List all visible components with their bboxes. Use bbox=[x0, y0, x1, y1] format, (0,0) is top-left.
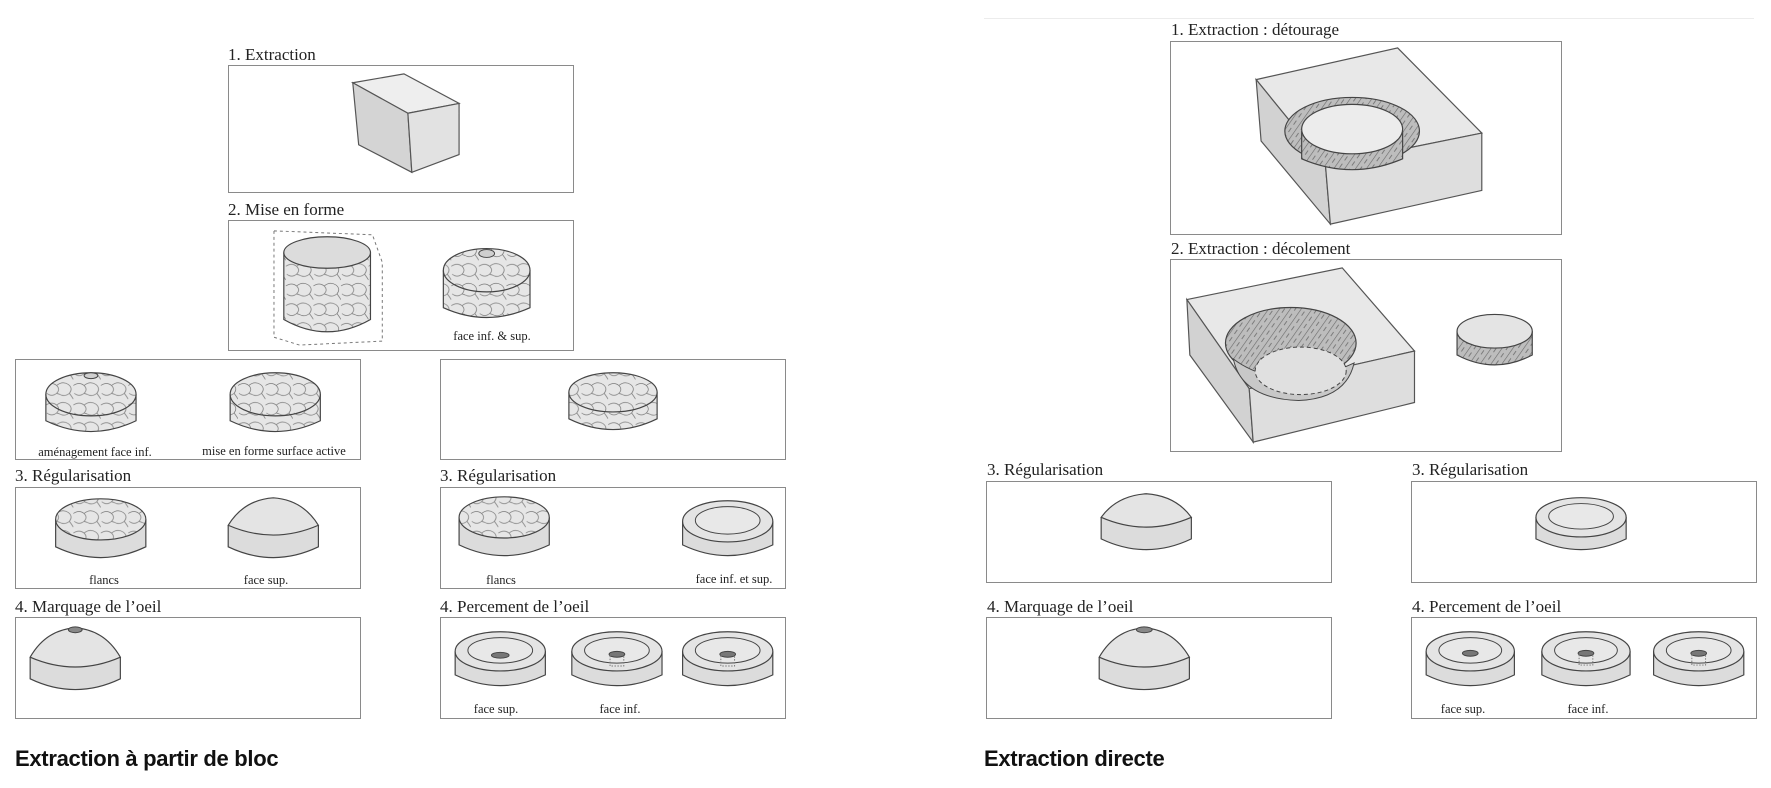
left-reg-b-label: 3. Régularisation bbox=[440, 466, 557, 485]
left-step4-a-label: 4. Marquage de l’oeil bbox=[15, 597, 162, 616]
reg-figures-b bbox=[458, 496, 774, 557]
prep-caption-b: mise en forme surface active bbox=[202, 444, 346, 458]
detourage-figure bbox=[1255, 47, 1483, 226]
right-step4-b-label: 4. Percement de l’oeil bbox=[1412, 597, 1562, 616]
left-step2-caption: face inf. & sup. bbox=[453, 329, 531, 343]
left-step1-label: 1. Extraction bbox=[228, 45, 316, 64]
left-reg-box-a bbox=[15, 487, 361, 589]
right-step2-label: 2. Extraction : décolement bbox=[1171, 239, 1351, 258]
left-marking-box bbox=[15, 617, 361, 719]
reg-a-caption-2: face sup. bbox=[243, 573, 289, 587]
left-perc-caption-2: face inf. bbox=[599, 702, 641, 716]
right-section-title: Extraction directe bbox=[984, 746, 1165, 771]
right-step4-a-label: 4. Marquage de l’oeil bbox=[987, 597, 1134, 616]
perforation-figures bbox=[454, 631, 774, 687]
right-reg-a-label: 3. Régularisation bbox=[987, 460, 1104, 479]
reg-b-caption-2: face inf. et sup. bbox=[695, 572, 773, 586]
left-shaping-box bbox=[228, 220, 574, 351]
shaping-figures bbox=[273, 230, 531, 346]
reg-a-caption-1: flancs bbox=[89, 573, 119, 587]
right-marking-figure bbox=[1098, 626, 1191, 691]
left-reg-box-b bbox=[440, 487, 786, 589]
prep-figure-b bbox=[568, 372, 658, 431]
right-reg-b-label: 3. Régularisation bbox=[1412, 460, 1529, 479]
left-perforation-box bbox=[440, 617, 786, 719]
right-perc-caption-1: face sup. bbox=[1440, 702, 1486, 716]
right-reg-figure-b bbox=[1535, 497, 1627, 551]
left-reg-a-label: 3. Régularisation bbox=[15, 466, 132, 485]
left-section-title: Extraction à partir de bloc bbox=[15, 746, 279, 771]
left-step2-label: 2. Mise en forme bbox=[228, 200, 345, 219]
prep-figures-a bbox=[45, 372, 321, 433]
right-perforation-box bbox=[1411, 617, 1757, 719]
right-reg-box-a bbox=[986, 481, 1332, 583]
right-decolement-box bbox=[1170, 259, 1562, 452]
decolement-figure bbox=[1185, 267, 1533, 445]
right-reg-figure-a bbox=[1100, 493, 1193, 551]
left-extraction-box bbox=[228, 65, 574, 193]
marking-figure bbox=[29, 626, 122, 691]
right-marking-box bbox=[986, 617, 1332, 719]
prep-caption-a: aménagement face inf. bbox=[38, 445, 152, 459]
left-step4-b-label: 4. Percement de l’oeil bbox=[440, 597, 590, 616]
right-detourage-box bbox=[1170, 41, 1562, 235]
stone-block-figure bbox=[351, 73, 461, 174]
reg-figures-a bbox=[55, 497, 320, 559]
left-prep-box-a bbox=[15, 359, 361, 460]
reg-b-caption-1: flancs bbox=[486, 573, 516, 587]
right-perforation-figures bbox=[1425, 631, 1745, 687]
right-perc-caption-2: face inf. bbox=[1567, 702, 1609, 716]
left-perc-caption-1: face sup. bbox=[473, 702, 519, 716]
left-prep-box-b bbox=[440, 359, 786, 460]
right-reg-box-b bbox=[1411, 481, 1757, 583]
right-step1-label: 1. Extraction : détourage bbox=[1171, 20, 1340, 39]
top-divider bbox=[984, 18, 1754, 19]
